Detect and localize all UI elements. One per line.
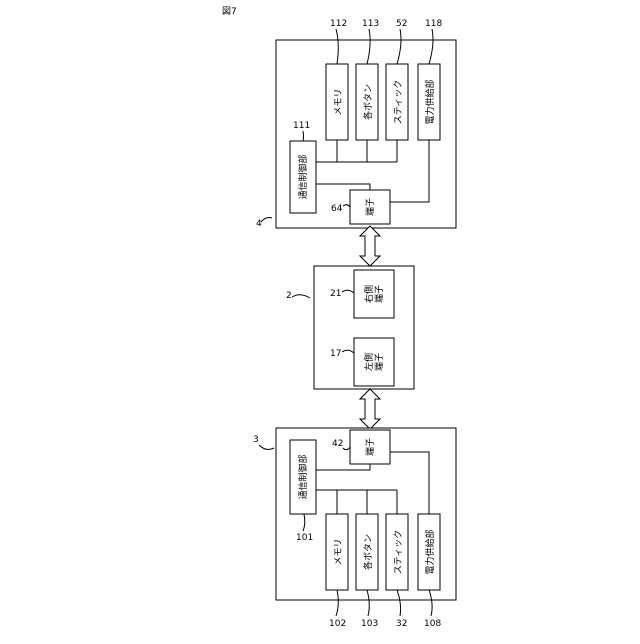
power-118-ref: 118 bbox=[425, 19, 442, 29]
comm-control-111-leader bbox=[303, 131, 304, 141]
terminal-64-label: 端子 bbox=[364, 198, 376, 216]
main-unit: 2 右側 端子 21 左側 端子 17 bbox=[286, 266, 414, 389]
right-terminal-21-label-2: 端子 bbox=[373, 285, 385, 303]
controller-right-unit: 4 通信制御部 111 端子 64 メモリ 各ボタン スティック 電力供給部 1… bbox=[256, 19, 456, 229]
buttons-113-ref: 113 bbox=[362, 19, 379, 29]
comm-control-111-ref: 111 bbox=[293, 121, 310, 131]
stick-52-label: スティック bbox=[393, 80, 404, 124]
figure-label: 図7 bbox=[222, 6, 237, 17]
buttons-103-ref: 103 bbox=[361, 619, 378, 629]
controller-left-unit: 3 通信制御部 101 端子 42 メモリ 各ボタン スティック 電力供給部 1… bbox=[253, 428, 456, 629]
memory-102-ref: 102 bbox=[329, 619, 346, 629]
power-118-label: 電力供給部 bbox=[424, 79, 436, 124]
stick-52-ref: 52 bbox=[396, 19, 407, 29]
left-terminal-17-label-1: 左側 bbox=[363, 353, 375, 371]
terminal-64-ref: 64 bbox=[331, 204, 343, 214]
controller-right-ref: 4 bbox=[256, 219, 262, 229]
main-unit-leader bbox=[292, 295, 310, 298]
buttons-103-label: 各ボタン bbox=[362, 534, 374, 570]
main-unit-ref: 2 bbox=[286, 291, 292, 301]
terminal-42-label: 端子 bbox=[364, 438, 376, 456]
buttons-113-label: 各ボタン bbox=[362, 84, 374, 120]
right-terminal-21-ref: 21 bbox=[330, 289, 341, 299]
power-108-label: 電力供給部 bbox=[424, 529, 436, 574]
controller-right-leader bbox=[261, 218, 272, 223]
stick-32-ref: 32 bbox=[396, 619, 407, 629]
memory-112-ref: 112 bbox=[330, 19, 347, 29]
memory-102-label: メモリ bbox=[334, 538, 344, 565]
left-terminal-17-ref: 17 bbox=[330, 349, 341, 359]
power-108-ref: 108 bbox=[424, 619, 441, 629]
right-terminal-21-label-1: 右側 bbox=[363, 285, 375, 303]
memory-112-label: メモリ bbox=[334, 88, 344, 115]
comm-control-101-ref: 101 bbox=[296, 533, 313, 543]
left-terminal-17-label-2: 端子 bbox=[373, 353, 385, 371]
comm-control-101-label: 通信制御部 bbox=[297, 454, 309, 499]
connection-arrow-top bbox=[360, 226, 380, 266]
controller-left-leader bbox=[259, 445, 274, 449]
stick-32-label: スティック bbox=[393, 530, 404, 574]
comm-control-111-label: 通信制御部 bbox=[297, 154, 309, 199]
controller-left-ref: 3 bbox=[253, 435, 259, 445]
terminal-42-ref: 42 bbox=[332, 439, 343, 449]
connection-arrow-bottom bbox=[360, 389, 380, 429]
